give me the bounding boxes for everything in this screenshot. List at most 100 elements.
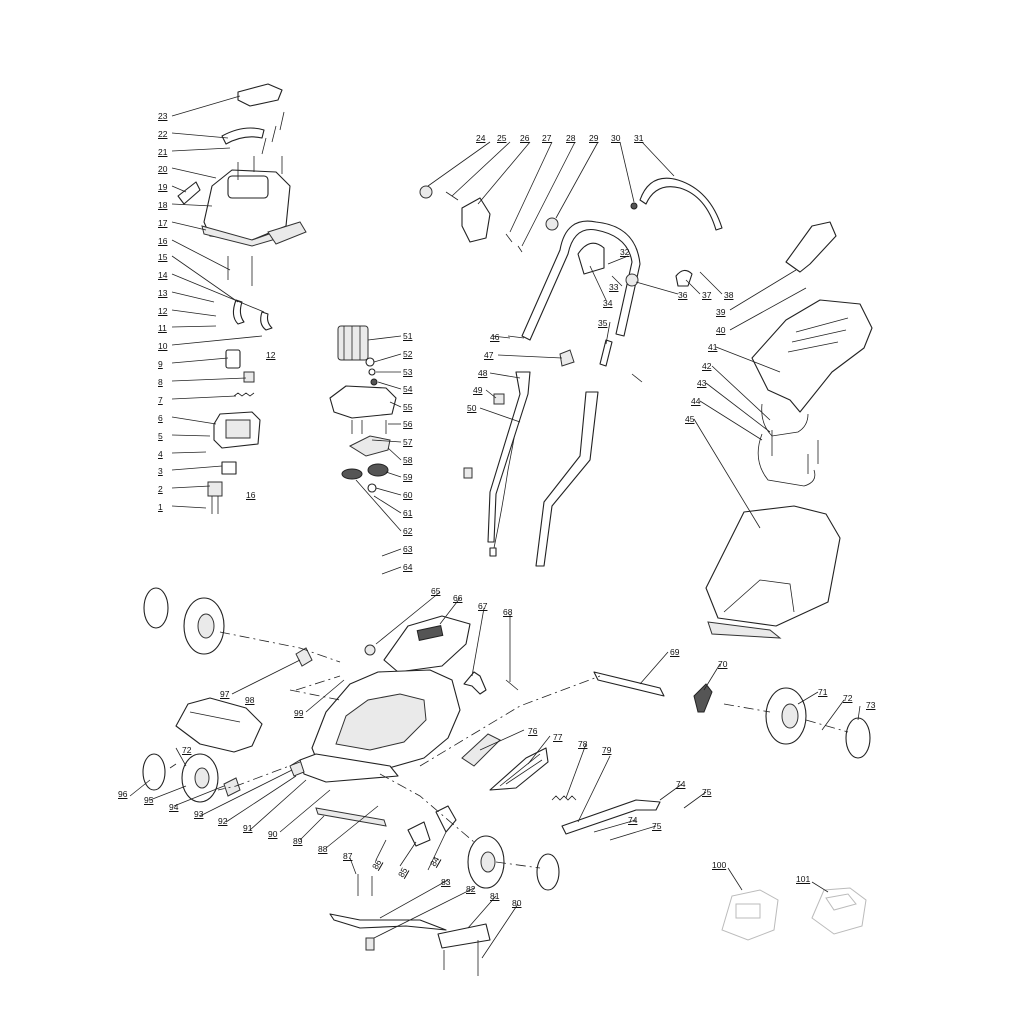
part-97-rear-flap: [175, 697, 263, 753]
callout-26: 26: [520, 133, 530, 143]
callout-61: 61: [403, 508, 413, 518]
callout-72: 72: [843, 693, 853, 703]
part-71-wheel-hub: [781, 703, 799, 729]
callout-40: 40: [716, 325, 726, 335]
callout-80: 80: [512, 898, 522, 908]
callout-21: 21: [158, 147, 168, 157]
callout-101: 101: [796, 874, 811, 884]
callout-17: 17: [158, 218, 168, 228]
callout-55: 55: [403, 402, 413, 412]
callout-87: 87: [343, 851, 353, 861]
callout-30: 30: [611, 133, 621, 143]
callout-78: 78: [578, 739, 588, 749]
callout-29: 29: [589, 133, 599, 143]
part-53-washer: [368, 368, 376, 376]
part-16-side-panel: [267, 221, 307, 245]
part-59-fan: [341, 468, 363, 480]
part-23-lid: [237, 83, 283, 107]
top-cover-group: [177, 83, 307, 286]
callout-83: 83: [441, 877, 451, 887]
switch-box-group: [207, 299, 273, 514]
part-19-side-bracket: [177, 181, 201, 205]
callout-6: 6: [158, 413, 163, 423]
callout-52: 52: [403, 349, 413, 359]
callout-64: 64: [403, 562, 413, 572]
callout-68: 68: [503, 607, 513, 617]
part-59-fan-2: [367, 463, 389, 477]
callout-84: 84: [428, 854, 442, 868]
callout-8: 8: [158, 377, 163, 387]
part-18-window: [227, 175, 269, 199]
part-6-switch-detail: [225, 419, 251, 439]
part-46-bolt: [507, 335, 525, 339]
callout-74: 74: [676, 779, 686, 789]
part-31-upper-bar: [639, 177, 723, 231]
part-101-charger-top: [825, 893, 857, 911]
callout-51: 51: [403, 331, 413, 341]
callout-60: 60: [403, 490, 413, 500]
part-47-clip: [559, 349, 575, 367]
callout-32: 32: [620, 247, 630, 257]
part-24-knob: [419, 185, 433, 199]
callout-34: 34: [603, 298, 613, 308]
callout-65: 65: [431, 586, 441, 596]
callout-5: 5: [158, 431, 163, 441]
part-90-deck-bottom: [299, 753, 399, 783]
part-77-side-discharge: [489, 747, 549, 791]
part-34-plate: [577, 242, 605, 275]
callout-2: 2: [158, 484, 163, 494]
callout-81: 81: [490, 891, 500, 901]
callout-73: 73: [866, 700, 876, 710]
part-97-rear-flap-edge: [189, 711, 241, 723]
part-94-wheel-hub: [194, 767, 210, 789]
callout-92: 92: [218, 816, 228, 826]
part-58-cover: [348, 435, 391, 457]
callout-7: 7: [158, 395, 163, 405]
part-79-axle-bar: [561, 799, 661, 835]
part-84-bracket: [407, 821, 431, 847]
part-89-bar: [315, 807, 387, 827]
callout-28: 28: [566, 133, 576, 143]
callout-44: 44: [691, 396, 701, 406]
callout-18: 18: [158, 200, 168, 210]
callout-27: 27: [542, 133, 552, 143]
callout-75b: 75: [652, 821, 662, 831]
screw: [279, 111, 285, 131]
callout-77: 77: [553, 732, 563, 742]
part-78-spring: [551, 795, 577, 801]
part-deck-inner: [335, 693, 427, 751]
part-28-pin: [517, 245, 523, 253]
part-65-knob: [364, 644, 376, 656]
callout-35: 35: [598, 318, 608, 328]
callout-69: 69: [670, 647, 680, 657]
part-45-bag-base: [707, 621, 782, 639]
part-69-rear-axle: [593, 671, 665, 697]
part-92-clip: [289, 759, 305, 777]
callout-67: 67: [478, 601, 488, 611]
part-51-motor: [337, 325, 369, 361]
part-41-grassbox-ribs: [787, 317, 849, 353]
part-49-clip: [493, 393, 505, 405]
callout-58: 58: [403, 455, 413, 465]
part-42-frame-upper: [761, 403, 809, 437]
callout-99: 99: [294, 708, 304, 718]
screw: [261, 137, 267, 155]
leader-lines: [129, 95, 861, 959]
part-48-plug: [489, 547, 497, 557]
callout-72b: 72: [182, 745, 192, 755]
callout-10: 10: [158, 341, 168, 351]
callout-53: 53: [403, 367, 413, 377]
part-67-spring: [463, 671, 487, 695]
callout-100: 100: [712, 860, 727, 870]
callout-57: 57: [403, 437, 413, 447]
callout-62: 62: [403, 526, 413, 536]
part-50-lower-tube-right: [535, 391, 599, 567]
callout-11: 11: [158, 323, 167, 333]
part-83-blade: [329, 913, 447, 931]
callout-45: 45: [685, 414, 695, 424]
part-85-clip: [435, 805, 457, 833]
part-9-key: [225, 349, 241, 369]
callout-47: 47: [484, 350, 494, 360]
callout-94: 94: [169, 802, 179, 812]
